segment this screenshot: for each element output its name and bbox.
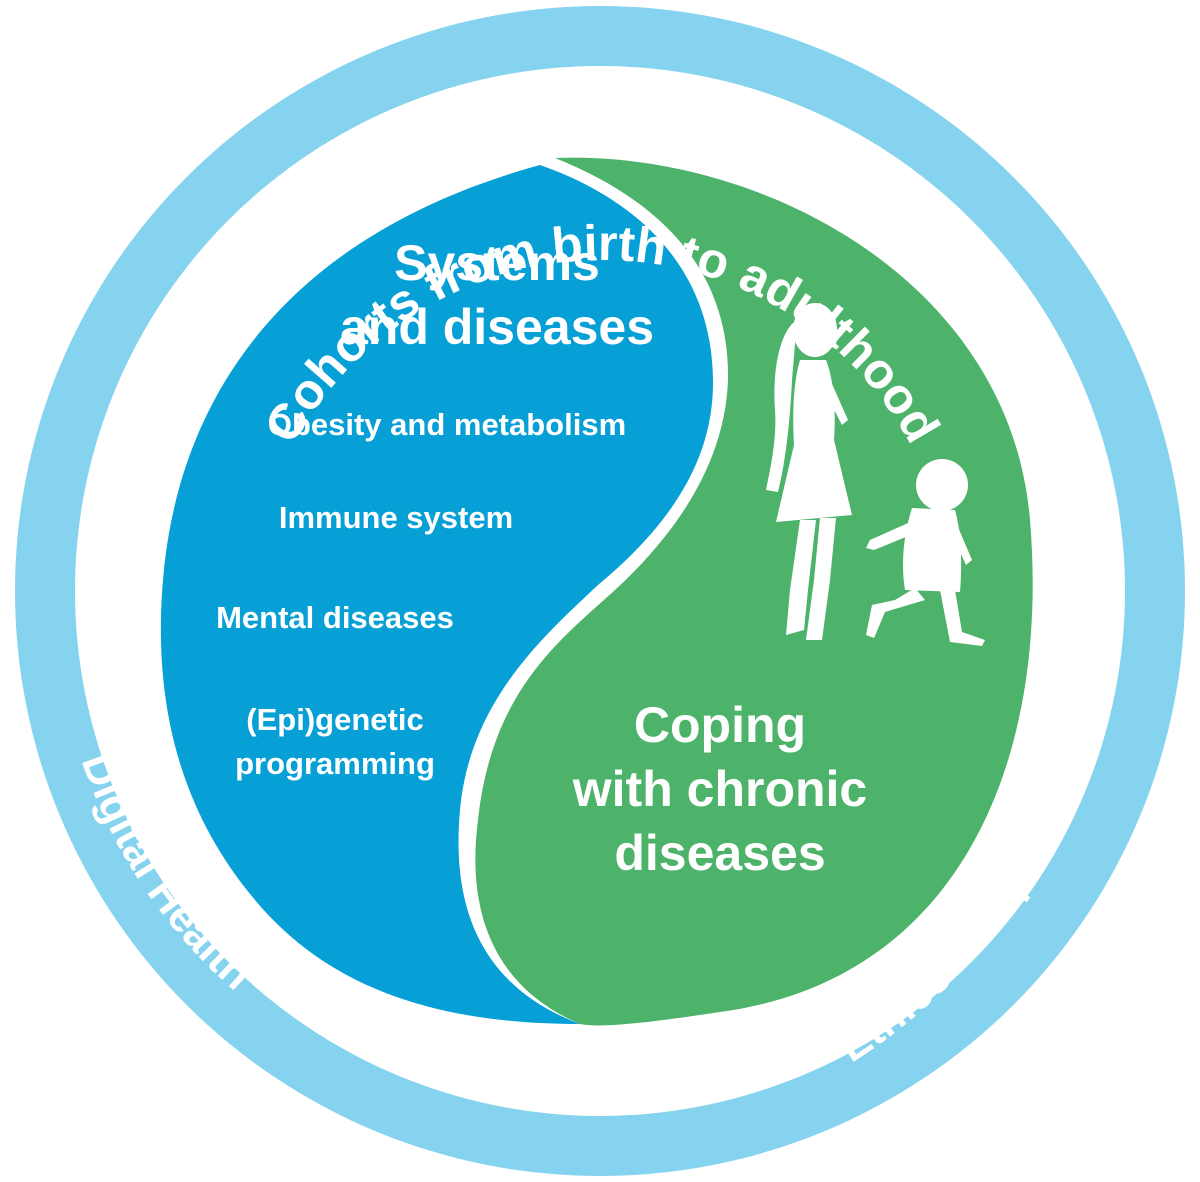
green-heading-line3: diseases — [614, 825, 825, 881]
blue-item-1: Obesity and metabolism — [268, 407, 626, 442]
blue-item-3: Mental diseases — [216, 600, 454, 635]
blue-item-4-line1: (Epi)genetic — [246, 702, 423, 737]
green-lobe — [475, 157, 1033, 1026]
child-silhouette — [866, 459, 985, 646]
blue-lobe — [160, 165, 714, 1024]
blue-item-4-line2: programming — [235, 746, 435, 781]
blue-heading-line2: and diseases — [340, 299, 654, 355]
green-heading-line2: with chronic — [572, 761, 867, 817]
blue-heading-line1: Systems — [394, 235, 600, 291]
green-heading-line1: Coping — [634, 697, 806, 753]
children-silhouette-icon — [766, 303, 985, 646]
blue-item-2: Immune system — [279, 500, 513, 535]
girl-silhouette — [766, 303, 852, 640]
